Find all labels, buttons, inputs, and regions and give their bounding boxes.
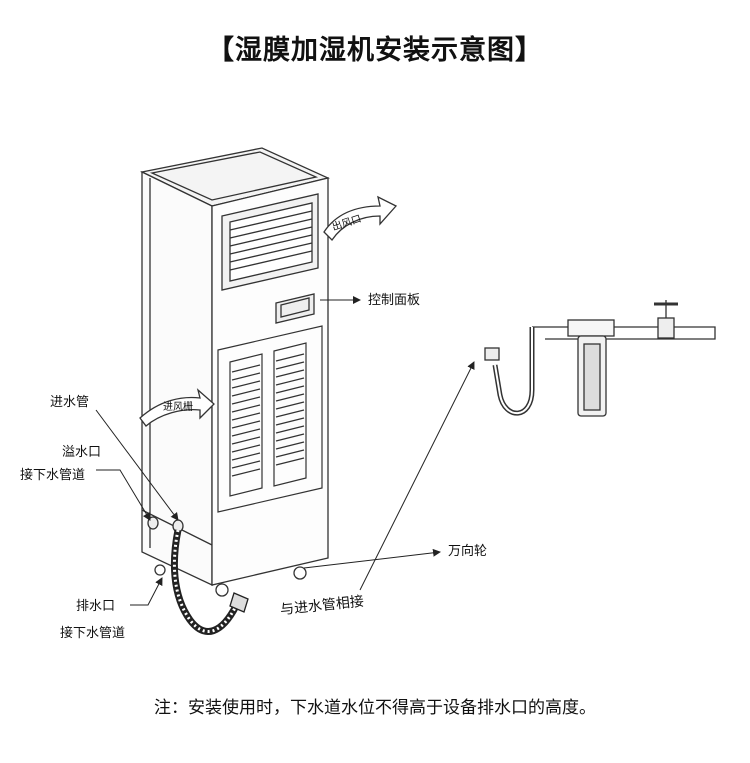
- outlet-grille: [221, 193, 319, 291]
- label-drain-port: 排水口: [76, 599, 116, 614]
- intake-grille: [217, 325, 323, 513]
- outlet-arrow: [323, 195, 398, 242]
- label-water-inlet-pipe: 进水管: [50, 395, 90, 410]
- label-air-inlet: 进风栅: [163, 402, 193, 413]
- diagram-title: 【湿膜加湿机安装示意图】: [207, 35, 543, 66]
- label-overflow-port: 溢水口: [62, 445, 102, 460]
- label-overflow-drain: 接下水管道: [20, 468, 86, 483]
- leader-lines: [95, 296, 475, 606]
- label-caster: 万向轮: [448, 544, 488, 559]
- water-supply-fitting: [484, 300, 716, 417]
- label-control-panel: 控制面板: [368, 293, 421, 308]
- caster-wheels: [154, 564, 307, 597]
- control-panel-box: [275, 293, 315, 324]
- drain-hose: [170, 529, 249, 635]
- label-drain-sewer: 接下水管道: [60, 626, 126, 641]
- installation-note: 注：安装使用时，下水道水位不得高于设备排水口的高度。: [154, 698, 596, 718]
- air-inlet-arrow: [139, 388, 215, 427]
